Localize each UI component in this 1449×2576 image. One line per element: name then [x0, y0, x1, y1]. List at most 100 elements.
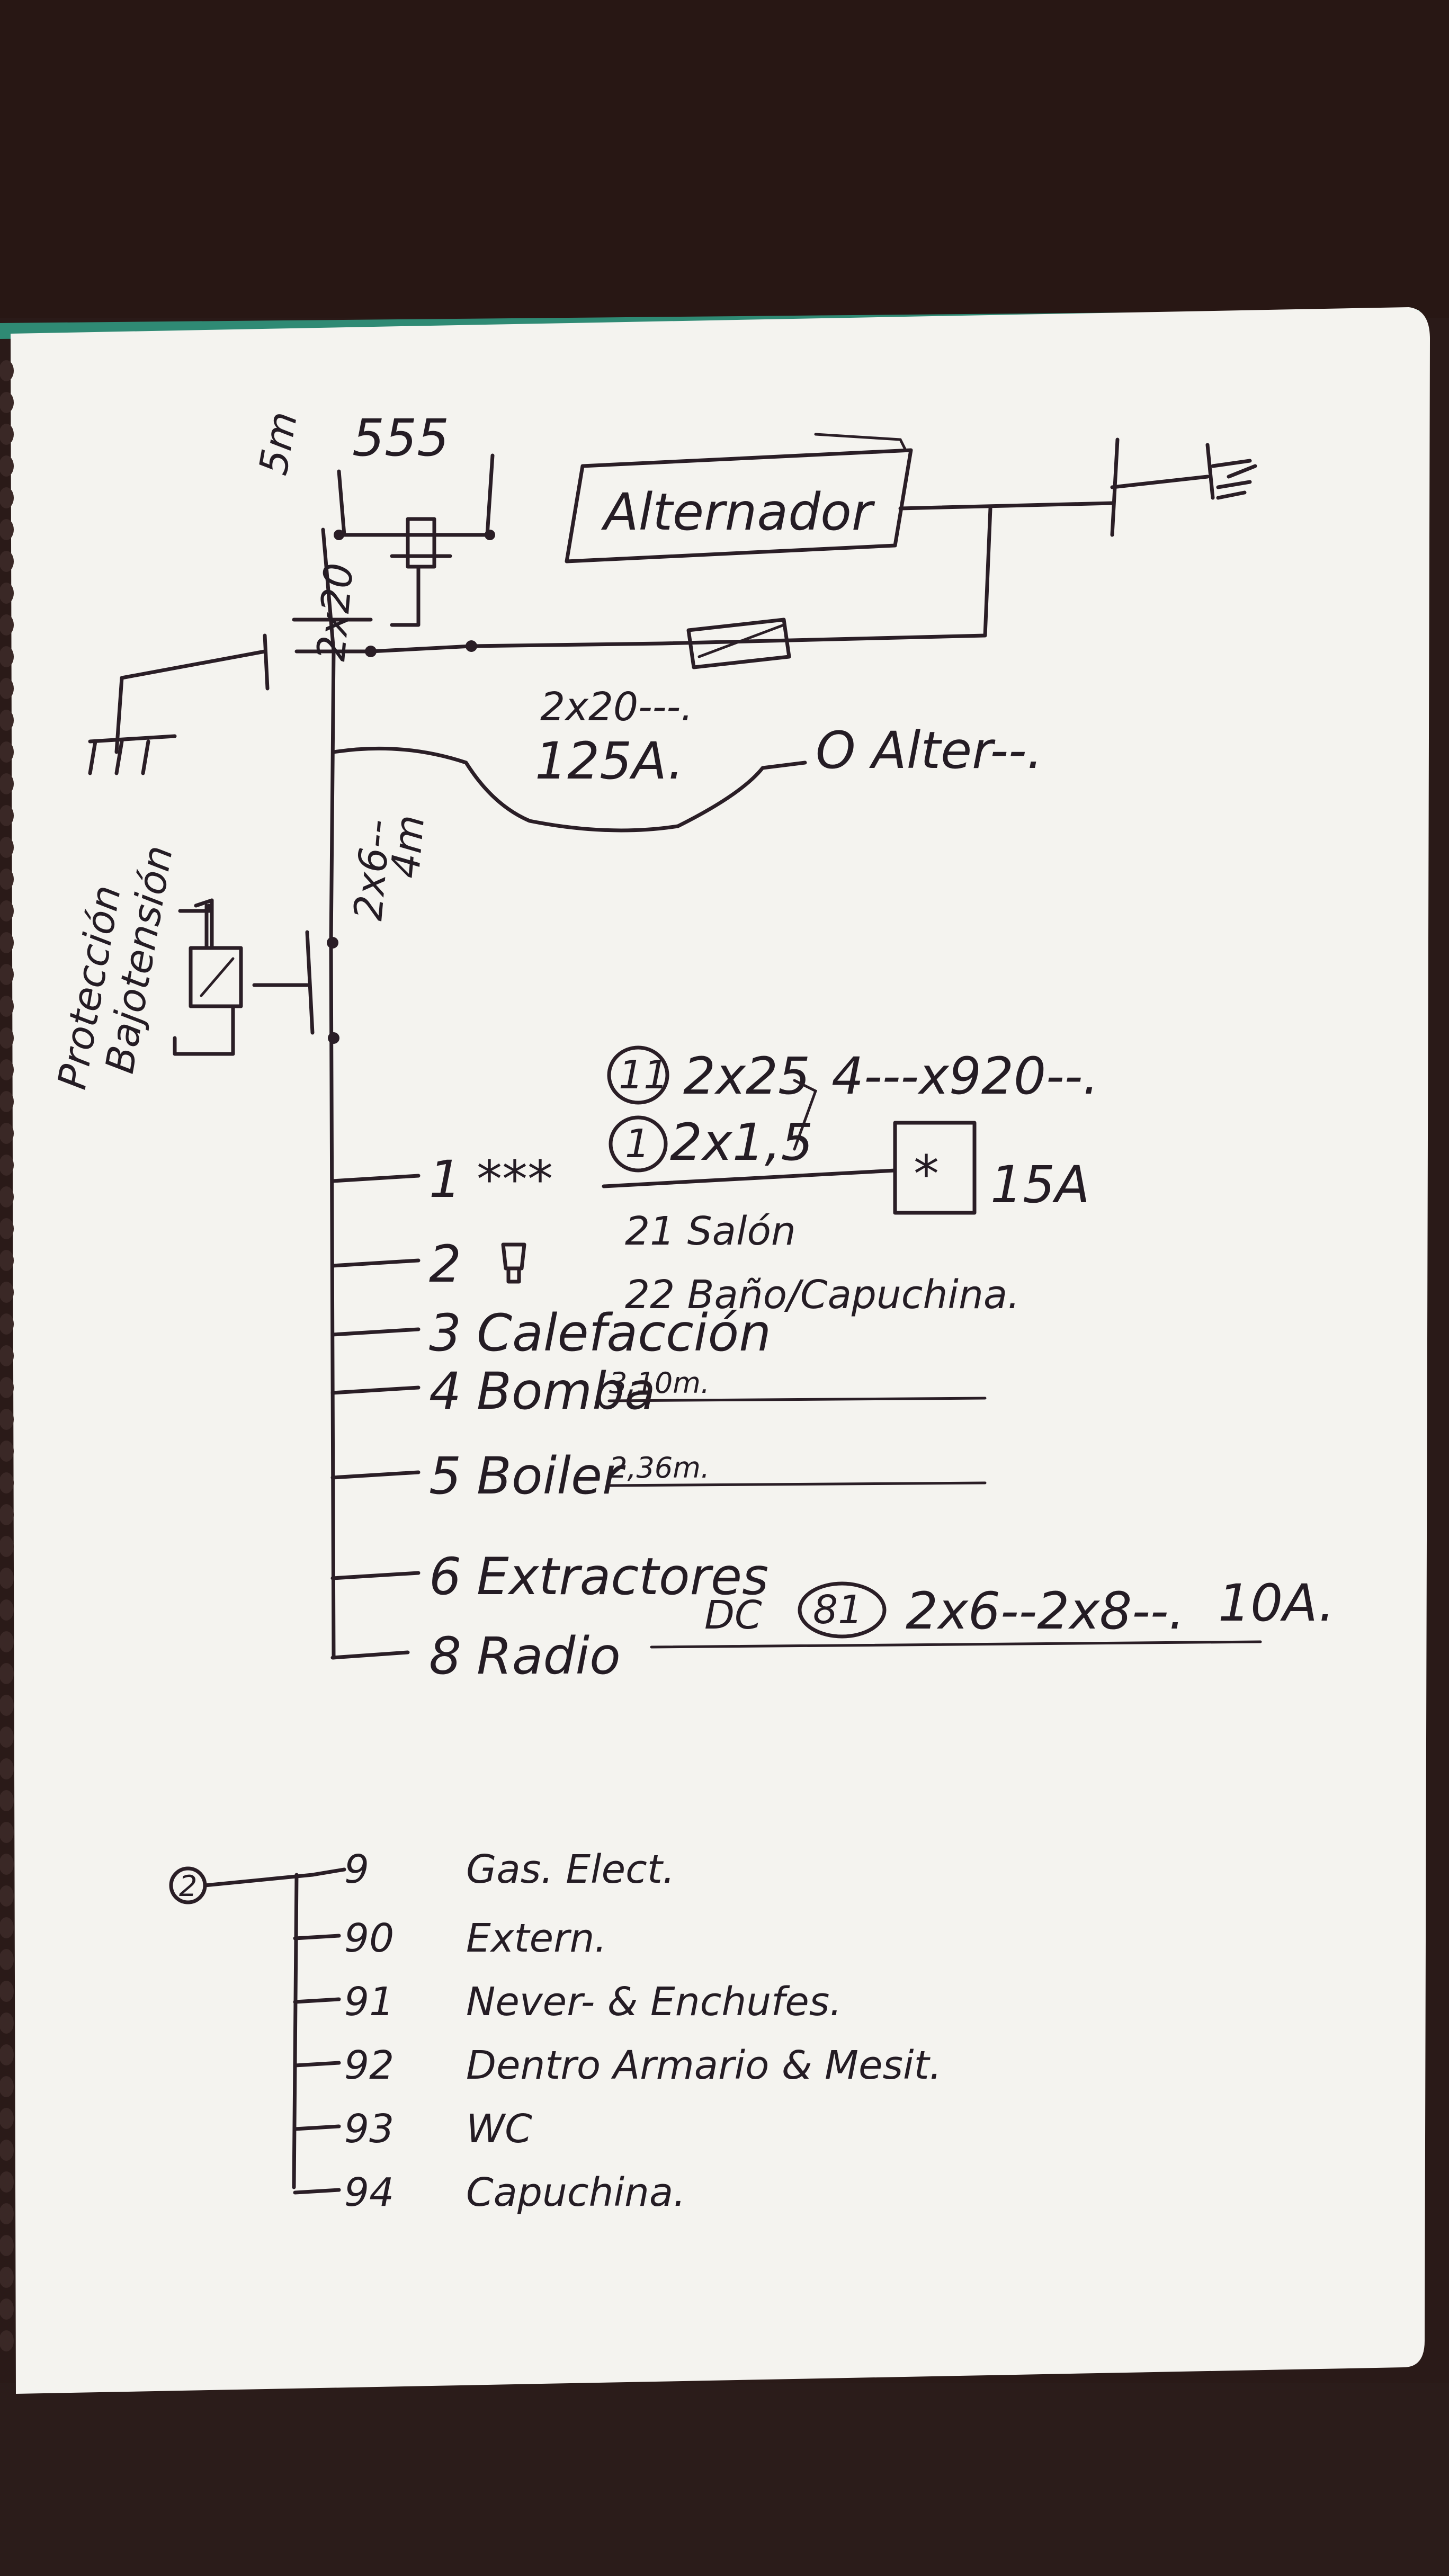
spiral-hole: [0, 837, 14, 858]
group-2-item-label: Capuchina.: [466, 2170, 686, 2215]
spiral-hole: [0, 1186, 14, 1208]
branch-label: Calefacción: [477, 1303, 771, 1363]
cable-2x15-label: 2x1,5: [670, 1113, 813, 1172]
spiral-hole: [0, 900, 14, 922]
busbar-upper-line: [321, 527, 336, 654]
ground-symbol-right: [1211, 459, 1257, 500]
group-2-item-label: Extern.: [466, 1916, 607, 1961]
group-2-item-label: Dentro Armario & Mesit.: [466, 2043, 942, 2088]
spiral-hole: [0, 1949, 14, 1970]
spiral-hole: [0, 741, 14, 763]
group-2-circle-label: 2: [179, 1870, 197, 1903]
branch-wire: [330, 1174, 421, 1183]
radio-circuit-circle: [798, 1581, 887, 1639]
radio-wire: [650, 1640, 1262, 1649]
spiral-hole: [0, 519, 14, 540]
alternator-output-wire: [898, 501, 1114, 511]
spiral-hole: [0, 869, 14, 890]
alternator-feed-wire: [369, 506, 992, 654]
spiral-hole: [0, 551, 14, 572]
spiral-hole: [0, 996, 14, 1017]
spiral-hole: [0, 1123, 14, 1144]
spiral-hole: [0, 1663, 14, 1684]
circuit-1-circle: [609, 1115, 668, 1173]
fuse-element: [406, 517, 436, 569]
alternator-group: Alternador 2x20---. 125A.: [365, 433, 1257, 791]
spiral-hole: [0, 1250, 14, 1271]
spiral-hole: [0, 710, 14, 731]
label-5m: 5m: [251, 408, 306, 478]
circuit-1-label: 1: [625, 1121, 650, 1167]
main-busbar-line: [329, 649, 336, 1660]
spiral-hole: [0, 1917, 14, 1938]
main-cable-label: 2x20---.: [540, 684, 693, 730]
radio-dc-label: DC: [704, 1593, 762, 1638]
group-2-item-number: 91: [344, 1979, 394, 2025]
fuse-555-group: 555 5m 2x20: [251, 408, 495, 663]
spiral-hole: [0, 1790, 14, 1811]
spiral-hole: [0, 2108, 14, 2129]
group-2-vertical-wire: [292, 1873, 299, 2189]
spiral-hole: [0, 487, 14, 508]
ground-wire-left: [114, 649, 267, 754]
branch-wire: [330, 1258, 421, 1268]
subcircuit-22-label: 22 Baño/Capuchina.: [625, 1272, 1020, 1318]
spiral-hole: [0, 1631, 14, 1652]
paper-sheet: [11, 307, 1430, 2394]
radio-cable-label: 2x6--2x8--.: [906, 1581, 1185, 1641]
spiral-hole: [0, 1536, 14, 1557]
group-2-item-number: 94: [344, 2170, 394, 2215]
branch-wire: [330, 1327, 421, 1337]
circuit-1-annotation: 11 2x25 4---x920--. 1 2x1,5 * 15A 21 Sal…: [602, 1045, 1099, 1318]
spiral-hole: [0, 2330, 14, 2351]
branch-wire: [330, 1385, 421, 1395]
spiral-hole: [0, 2267, 14, 2288]
group-2-item-number: 9: [344, 1847, 369, 1892]
wood-surface-top: [0, 0, 1449, 318]
branch-number: 4: [429, 1362, 461, 1421]
branch-length-note: 2,36m.: [609, 1451, 710, 1484]
radio-circuit-label: 81: [813, 1587, 863, 1633]
branch-number: 1: [429, 1150, 461, 1209]
relay-coil-box: [189, 946, 243, 1008]
fuse-15a-label: 15A: [990, 1155, 1090, 1214]
branch-note-underline: [607, 1481, 987, 1487]
group-2-item-label: Never- & Enchufes.: [466, 1979, 842, 2025]
spiral-hole: [0, 455, 14, 477]
spiral-hole: [0, 583, 14, 604]
svg-text:*: *: [914, 1144, 939, 1204]
group-2-branch-wire: [293, 2124, 341, 2131]
branch-label: Boiler: [477, 1446, 626, 1506]
spiral-hole: [0, 1599, 14, 1621]
lamp-icon: [501, 1242, 526, 1284]
spiral-binding-holes: [0, 360, 14, 2351]
spiral-hole: [0, 1282, 14, 1303]
spiral-hole: [0, 1758, 14, 1779]
branch-wire: [330, 1571, 421, 1580]
spiral-hole: [0, 773, 14, 794]
spiral-hole: [0, 424, 14, 445]
radio-current-label: 10A.: [1218, 1573, 1335, 1633]
main-fuse-box: [686, 618, 791, 669]
spiral-hole: [0, 2140, 14, 2161]
branch-wire: [330, 1650, 410, 1660]
spiral-hole: [0, 646, 14, 667]
radio-annotation: DC 81 2x6--2x8--. 10A.: [650, 1573, 1335, 1649]
spiral-hole: [0, 1885, 14, 1907]
relay-lower-wire: [173, 1004, 235, 1056]
spiral-hole: [0, 678, 14, 699]
fuse-15a-box: [893, 1121, 977, 1215]
spiral-hole: [0, 1218, 14, 1239]
spiral-hole: [0, 1568, 14, 1589]
length-4m-label: 4m: [382, 813, 433, 880]
spiral-hole: [0, 805, 14, 826]
cable-2x6-vertical-label: 2x6--: [345, 817, 399, 922]
spiral-hole: [0, 1695, 14, 1716]
spiral-hole: [0, 2171, 14, 2193]
group-2-branch-wire: [293, 2061, 341, 2068]
group-2-branch-wire: [293, 1997, 341, 2004]
wood-surface-bottom: [0, 2383, 1449, 2576]
